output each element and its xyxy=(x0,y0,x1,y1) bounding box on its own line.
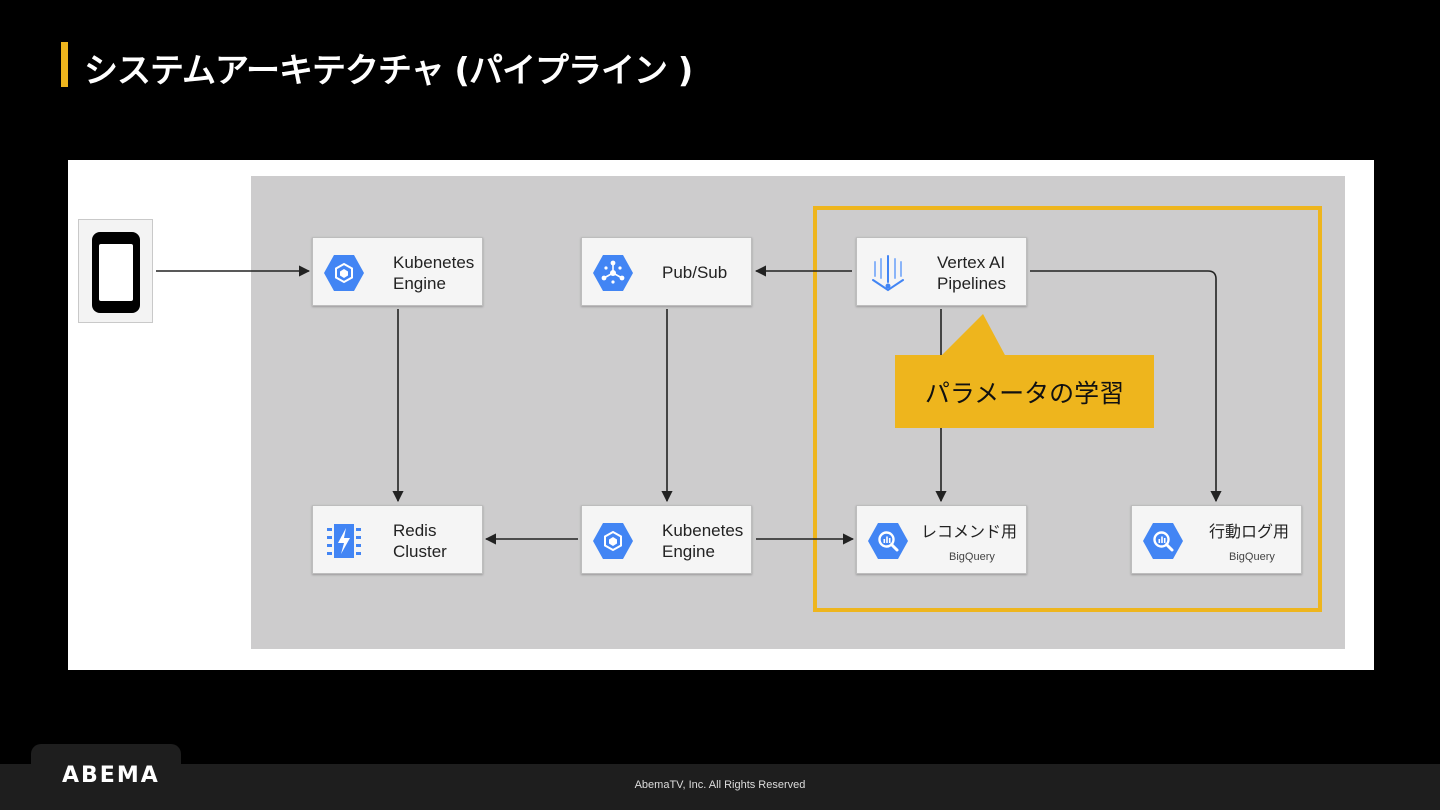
kubernetes-engine-node-bottom: Kubenetes Engine xyxy=(581,505,752,574)
copyright-text: AbemaTV, Inc. All Rights Reserved xyxy=(634,779,806,791)
pipeline-highlight-box xyxy=(813,206,1322,612)
node-label: Kubenetes Engine xyxy=(393,253,475,293)
kubernetes-engine-node-top: Kubenetes Engine xyxy=(312,237,483,306)
redis-cluster-node: Redis Cluster xyxy=(312,505,483,574)
client-device xyxy=(78,219,153,323)
bigquery-action-log-node: 行動ログ用 BigQuery xyxy=(1131,505,1302,574)
arrow-vertex-to-action-log xyxy=(1030,270,1222,503)
bigquery-dataset-title: 行動ログ用 xyxy=(1209,522,1290,541)
vertex-ai-icon xyxy=(872,255,904,292)
smartphone-icon xyxy=(92,232,140,313)
bigquery-label: BigQuery xyxy=(949,551,995,563)
callout-text: パラメータの学習 xyxy=(924,378,1125,408)
footer-bar xyxy=(0,764,1440,810)
bigquery-dataset-title: レコメンド用 xyxy=(921,522,1018,541)
kubernetes-engine-icon xyxy=(593,523,633,559)
bigquery-icon xyxy=(1143,523,1183,559)
node-label: Redis Cluster xyxy=(393,521,447,561)
node-label: Pub/Sub xyxy=(662,263,728,282)
callout-tail xyxy=(940,314,1006,357)
bigquery-label: BigQuery xyxy=(1229,551,1275,563)
node-label: Kubenetes Engine xyxy=(662,521,744,561)
bigquery-icon xyxy=(868,523,908,559)
pubsub-icon xyxy=(593,255,633,291)
pubsub-node: Pub/Sub xyxy=(581,237,752,306)
node-label: Vertex AI Pipelines xyxy=(937,253,1006,293)
kubernetes-engine-icon xyxy=(324,255,364,291)
title-accent-bar xyxy=(61,42,68,87)
abema-logo: ABEMA xyxy=(62,763,160,788)
callout-box: パラメータの学習 xyxy=(895,355,1154,428)
bigquery-recommend-node: レコメンド用 BigQuery xyxy=(856,505,1027,574)
logo-tab xyxy=(31,744,181,810)
slide-title: システムアーキテクチャ (パイプライン ) xyxy=(84,51,693,91)
vertex-ai-pipelines-node: Vertex AI Pipelines xyxy=(856,237,1027,306)
memorystore-redis-icon xyxy=(327,524,361,558)
